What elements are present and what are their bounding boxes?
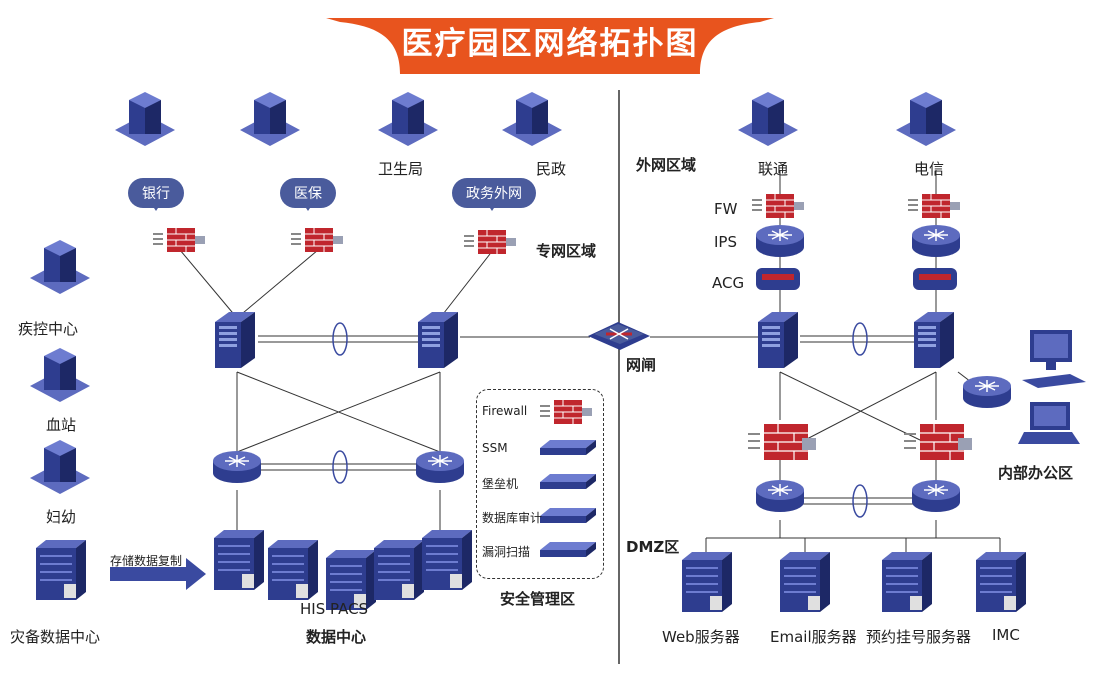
civil-affairs-building-icon (502, 92, 562, 146)
core-switch-icon (758, 312, 798, 368)
replication-arrow (110, 558, 206, 590)
unicom-label: 联通 (758, 160, 789, 178)
cdc-building-icon (30, 240, 90, 294)
storage-icon (421, 529, 473, 591)
server-icon (373, 539, 425, 601)
web-server-icon (681, 551, 733, 613)
web-server-label: Web服务器 (662, 628, 740, 646)
blood-station-label: 血站 (46, 416, 77, 434)
cdc-label: 疾控中心 (18, 320, 79, 338)
ips-label: IPS (714, 233, 737, 251)
egov-label: 政务外网 (452, 178, 536, 211)
imc-label: IMC (992, 626, 1020, 644)
title-banner (326, 18, 774, 74)
firewall-icon (907, 193, 961, 219)
core-switch-icon (215, 312, 255, 368)
link-aggregation (852, 484, 868, 518)
external-zone-label: 外网区域 (636, 156, 697, 174)
page-title: 医疗园区网络拓扑图 (401, 26, 699, 62)
dmz-zone-label: DMZ区 (626, 538, 680, 556)
maternal-child-label: 妇幼 (46, 508, 77, 526)
storage-icon (213, 529, 265, 591)
civil-affairs-label: 民政 (536, 160, 567, 178)
imc-server-icon (975, 551, 1027, 613)
telecom-building-icon (896, 92, 956, 146)
booking-server-label: 预约挂号服务器 (866, 628, 972, 646)
disaster-datacenter-icon (35, 539, 87, 601)
security-device-label: 堡垒机 (482, 477, 519, 491)
security-device-label: SSM (482, 441, 508, 455)
blood-station-building-icon (30, 348, 90, 402)
acg-icon (756, 268, 800, 290)
link-aggregation (332, 322, 348, 356)
router-icon (212, 450, 262, 484)
unicom-building-icon (738, 92, 798, 146)
router-icon (415, 450, 465, 484)
replication-label: 存储数据复制 (110, 554, 183, 568)
office-router-icon (962, 375, 1012, 409)
desktop-pc-icon (1022, 330, 1086, 388)
router-icon (755, 479, 805, 513)
firewall-icon (903, 423, 973, 461)
disaster-datacenter-label: 灾备数据中心 (10, 628, 101, 646)
laptop-icon (1018, 402, 1080, 444)
security-device-label: 数据库审计 (482, 511, 543, 525)
datacenter-systems-label: HIS PACS (300, 600, 369, 618)
gatekeeper-icon (588, 322, 650, 350)
firewall-icon (751, 193, 805, 219)
bank-label: 银行 (128, 178, 184, 211)
firewall-icon (747, 423, 817, 461)
acg-label: ACG (712, 274, 745, 292)
firewall-icon (152, 227, 206, 253)
acg-icon (913, 268, 957, 290)
booking-server-icon (881, 551, 933, 613)
ips-icon (755, 224, 805, 258)
firewall-icon (290, 227, 344, 253)
connection-lines (179, 170, 1001, 552)
ips-icon (911, 224, 961, 258)
health-bureau-building-icon (378, 92, 438, 146)
security-device-label: Firewall (482, 404, 528, 418)
health-bureau-label: 卫生局 (378, 160, 424, 178)
bank-building-icon (115, 92, 175, 146)
fw-label: FW (714, 200, 738, 218)
security-device-label: 漏洞扫描 (482, 545, 531, 559)
core-switch-icon (418, 312, 458, 368)
his-server-icon (267, 539, 319, 601)
email-server-icon (779, 551, 831, 613)
security-zone-box (476, 389, 604, 579)
gatekeeper-label: 网闸 (626, 356, 657, 374)
link-aggregation (332, 450, 348, 484)
telecom-label: 电信 (914, 160, 945, 178)
office-zone-label: 内部办公区 (998, 464, 1074, 482)
maternal-child-building-icon (30, 440, 90, 494)
email-server-label: Email服务器 (770, 628, 857, 646)
router-icon (911, 479, 961, 513)
datacenter-label: 数据中心 (306, 628, 367, 646)
private-zone-label: 专网区域 (536, 242, 597, 260)
insurance-label: 医保 (280, 178, 336, 211)
insurance-building-icon (240, 92, 300, 146)
link-aggregation (852, 322, 868, 356)
security-zone-label: 安全管理区 (500, 590, 576, 608)
core-switch-icon (914, 312, 954, 368)
firewall-icon (463, 229, 517, 255)
